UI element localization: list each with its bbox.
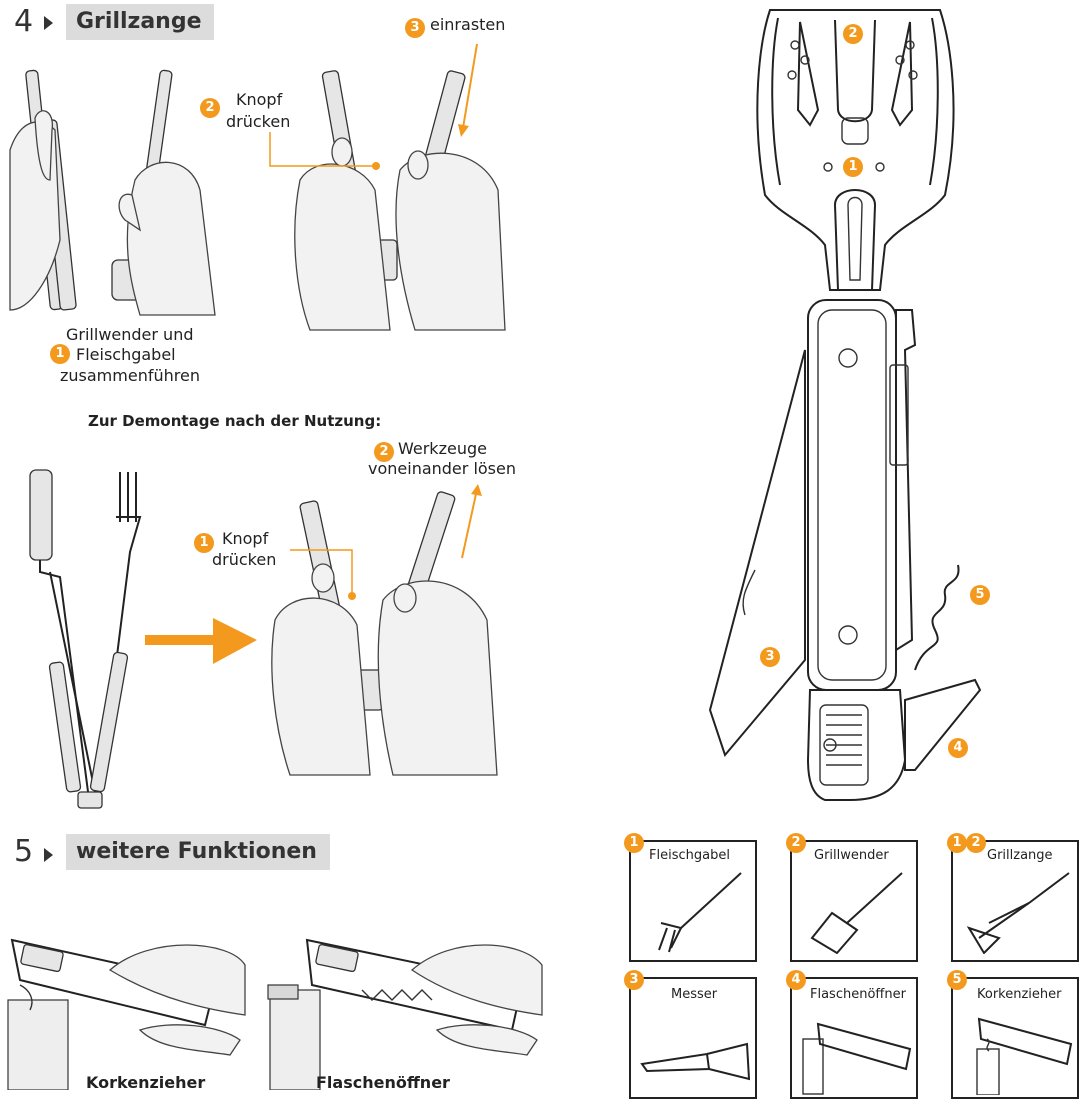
tool-badge-2: 2 [843, 24, 863, 44]
grid-card-grillwender: Grillwender [790, 840, 918, 962]
disassembly-heading: Zur Demontage nach der Nutzung: [88, 412, 382, 430]
grid-card-title: Grillzange [987, 848, 1053, 863]
release-arrow-icon [461, 484, 482, 559]
release-press-label-line2: drücken [212, 550, 277, 569]
step-join-badge: 1 [50, 344, 70, 364]
bottle-opener-function-caption: Flaschenöffner [316, 1073, 450, 1092]
step-press-illustration [294, 70, 506, 331]
corkscrew-function-illustration [7, 938, 246, 1090]
step-press-badge: 2 [200, 98, 220, 118]
release-tools-label-line1: Werkzeuge [398, 439, 487, 458]
grid-badge: 4 [786, 970, 806, 990]
direction-arrow-icon [145, 618, 257, 664]
grid-card-title: Grillwender [814, 848, 889, 863]
grid-card-fleischgabel: Fleischgabel [629, 840, 757, 962]
grid-badge: 2 [786, 833, 806, 853]
step-join-label-line3: zusammenführen [60, 366, 200, 385]
multitool-illustration [708, 9, 982, 801]
section-4-number: 4 [14, 4, 34, 39]
grid-card-title: Messer [671, 987, 718, 1002]
section-5-title: weitere Funktionen [66, 834, 330, 870]
grid-badge: 5 [947, 970, 967, 990]
spatula-icon [810, 872, 903, 954]
bottle-opener-function-illustration [267, 938, 543, 1090]
knife-icon [640, 1042, 751, 1081]
step-lock-badge: 3 [405, 18, 425, 38]
release-press-label-line1: Knopf [222, 529, 269, 548]
grid-badge: 1 [947, 833, 967, 853]
corkscrew-icon [976, 1017, 1073, 1095]
grid-card-title: Fleischgabel [649, 848, 730, 863]
grid-badge: 3 [624, 970, 644, 990]
release-leader-line [290, 549, 356, 600]
step-lock-arrow-icon [458, 43, 478, 137]
section-5-number: 5 [14, 834, 34, 869]
grid-badge: 2 [966, 833, 986, 853]
step-lock-label: einrasten [430, 15, 506, 34]
fork-icon [658, 872, 742, 953]
tool-badge-5: 5 [970, 585, 990, 605]
tool-badge-4: 4 [948, 738, 968, 758]
grid-card-messer: Messer [629, 977, 757, 1099]
step-press-label-line2: drücken [226, 112, 291, 131]
step-press-leader-line [269, 132, 380, 170]
release-tools-badge: 2 [374, 442, 394, 462]
grid-card-title: Korkenzieher [977, 987, 1062, 1002]
step-join-label-line1: Grillwender und [66, 325, 194, 344]
grid-card-title: Flaschenöffner [810, 987, 906, 1002]
open-tongs-illustration [29, 469, 142, 809]
step-join-label-line2: Fleischgabel [76, 345, 176, 364]
tool-badge-1: 1 [843, 157, 863, 177]
bottle-opener-icon [802, 1022, 912, 1095]
grid-card-grillzange: Grillzange [951, 840, 1079, 962]
section-4-arrow-icon [44, 16, 53, 30]
grid-card-flaschenoeffner: Flaschenöffner [790, 977, 918, 1099]
tongs-icon [966, 872, 1070, 954]
section-4-title: Grillzange [66, 4, 214, 40]
tool-badge-3: 3 [760, 647, 780, 667]
release-press-badge: 1 [194, 533, 214, 553]
step-join-illustration [9, 69, 216, 316]
corkscrew-function-caption: Korkenzieher [86, 1073, 206, 1092]
grid-card-korkenzieher: Korkenzieher [951, 977, 1079, 1099]
step-press-label-line1: Knopf [236, 90, 283, 109]
grid-badge: 1 [624, 833, 644, 853]
release-tools-label-line2: voneinander lösen [368, 459, 516, 478]
section-5-arrow-icon [44, 848, 53, 862]
